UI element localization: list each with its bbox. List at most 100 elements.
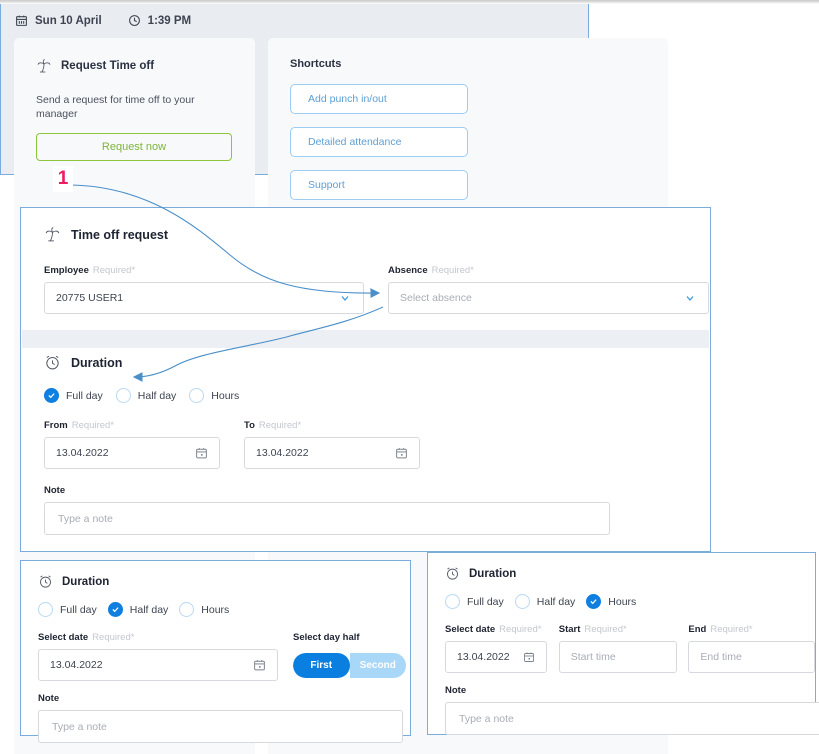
dashboard-time: 1:39 PM xyxy=(147,14,192,27)
radio-hours[interactable]: Hours xyxy=(179,602,229,617)
date-start-end-row: Select date Required* 13.04.2022 xyxy=(428,609,815,673)
palm-tree-icon xyxy=(36,58,52,74)
calendar-icon[interactable] xyxy=(253,659,266,672)
employee-required: Required* xyxy=(92,265,136,276)
spacer xyxy=(278,632,293,681)
employee-select[interactable]: 20775 USER1 xyxy=(44,282,364,314)
duration-title-row: Duration xyxy=(428,553,815,581)
calendar-icon[interactable] xyxy=(195,447,208,460)
start-required: Required* xyxy=(584,624,627,635)
end-label-text: End xyxy=(688,624,707,635)
duration-title-row: Duration xyxy=(21,561,410,589)
card-title-row: Request Time off xyxy=(14,38,255,74)
from-label-text: From xyxy=(44,420,68,431)
start-time-input[interactable]: Start time xyxy=(558,641,677,673)
select-date-required: Required* xyxy=(92,632,135,643)
radio-indicator xyxy=(107,602,123,617)
shortcut-support-button[interactable]: Support xyxy=(290,170,468,200)
select-date-input[interactable]: 13.04.2022 xyxy=(38,649,278,681)
duration-title: Duration xyxy=(71,355,123,370)
top-chrome-strip xyxy=(0,0,819,4)
end-required: Required* xyxy=(710,624,753,635)
day-half-first-option[interactable]: First xyxy=(293,652,350,678)
shortcut-detailed-attendance-button[interactable]: Detailed attendance xyxy=(290,127,468,157)
alarm-clock-icon xyxy=(44,354,61,371)
select-date-label-text: Select date xyxy=(38,632,89,643)
radio-full-day[interactable]: Full day xyxy=(38,602,97,617)
day-half-toggle[interactable]: First Second xyxy=(293,652,406,678)
note-input[interactable]: Type a note xyxy=(38,710,403,743)
dashboard-panel: Sun 10 April 1:39 PM xyxy=(0,0,668,754)
spacer xyxy=(547,624,559,673)
duration-title: Duration xyxy=(469,567,517,580)
select-date-label-text: Select date xyxy=(445,624,496,635)
half-day-duration-panel: Duration Full day Half day Hours Select xyxy=(20,560,411,743)
radio-half-day[interactable]: Half day xyxy=(115,388,176,403)
radio-indicator xyxy=(514,594,530,609)
note-label: Note xyxy=(44,485,66,496)
radio-indicator xyxy=(179,602,195,617)
from-date-input[interactable]: 13.04.2022 xyxy=(44,437,220,469)
radio-full-day[interactable]: Full day xyxy=(44,388,103,403)
absence-select[interactable]: Select absence xyxy=(388,282,709,314)
to-label-text: To xyxy=(244,420,255,431)
to-date-input[interactable]: 13.04.2022 xyxy=(244,437,420,469)
select-date-value: 13.04.2022 xyxy=(50,659,103,671)
from-date-value: 13.04.2022 xyxy=(56,447,109,459)
request-now-button[interactable]: Request now xyxy=(36,133,232,161)
note-input[interactable]: Type a note xyxy=(44,502,610,535)
duration-title: Duration xyxy=(62,575,110,588)
spacer xyxy=(364,265,388,314)
end-time-placeholder: End time xyxy=(700,651,742,663)
spacer xyxy=(220,420,244,469)
radio-full-day[interactable]: Full day xyxy=(445,594,504,609)
calendar-icon[interactable] xyxy=(395,447,408,460)
radio-label: Half day xyxy=(129,603,169,616)
radio-label: Hours xyxy=(211,389,240,402)
radio-label: Full day xyxy=(66,389,103,402)
radio-label: Half day xyxy=(536,595,576,608)
request-now-label: Request now xyxy=(101,141,167,153)
radio-label: Hours xyxy=(201,603,230,616)
day-half-second-option[interactable]: Second xyxy=(349,652,406,678)
radio-hours[interactable]: Hours xyxy=(586,594,636,609)
shortcut-add-punch-button[interactable]: Add punch in/out xyxy=(290,84,468,114)
select-date-input[interactable]: 13.04.2022 xyxy=(445,641,547,673)
select-date-value: 13.04.2022 xyxy=(457,651,510,663)
employee-value: 20775 USER1 xyxy=(56,292,124,304)
calendar-icon xyxy=(15,14,28,27)
radio-hours[interactable]: Hours xyxy=(189,388,239,403)
radio-half-day[interactable]: Half day xyxy=(107,602,169,617)
duration-options: Full day Half day Hours xyxy=(21,371,710,403)
day-half-label: Select day half xyxy=(293,632,360,643)
note-input[interactable]: Type a note xyxy=(445,702,819,735)
day-half-field: Select day half First Second xyxy=(293,632,406,681)
radio-indicator xyxy=(189,388,205,403)
note-label: Note xyxy=(38,693,60,704)
calendar-icon[interactable] xyxy=(523,651,535,663)
end-time-input[interactable]: End time xyxy=(688,641,815,673)
radio-label: Hours xyxy=(608,595,637,608)
note-field: Note Type a note xyxy=(21,469,710,535)
duration-options: Full day Half day Hours xyxy=(428,581,815,609)
palm-tree-icon xyxy=(44,226,61,243)
absence-label-text: Absence xyxy=(388,265,428,276)
note-label: Note xyxy=(445,685,467,696)
absence-placeholder: Select absence xyxy=(400,292,472,304)
shortcut-label: Support xyxy=(308,179,345,191)
radio-half-day[interactable]: Half day xyxy=(514,594,576,609)
